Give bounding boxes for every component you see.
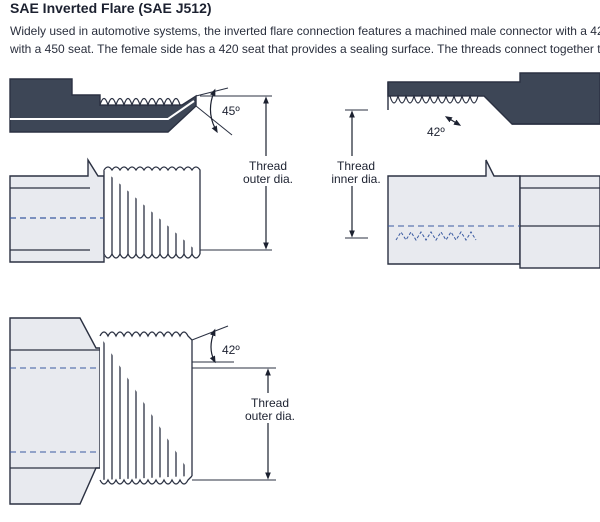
male-threads bbox=[103, 166, 201, 259]
female-fitting bbox=[387, 72, 600, 269]
bottom-angle-callout: 42º bbox=[191, 325, 240, 364]
description: Widely used in automotive systems, the i… bbox=[10, 22, 600, 58]
male-fitting bbox=[9, 78, 201, 263]
male-thread-dimension: Thread outer dia. bbox=[200, 95, 296, 251]
page-title: SAE Inverted Flare (SAE J512) bbox=[10, 0, 212, 16]
female-hidden-threads bbox=[395, 231, 477, 241]
female-thread-label-line-2: inner dia. bbox=[331, 172, 380, 186]
male-dark-thread-teeth bbox=[99, 97, 181, 108]
female-light-body bbox=[387, 159, 521, 265]
bottom-threads bbox=[99, 331, 193, 485]
bottom-thread-dimension: Thread outer dia. bbox=[192, 367, 298, 481]
female-thread-dimension: Thread inner dia. bbox=[326, 109, 382, 239]
male-flare-angle-label: 45º bbox=[222, 104, 240, 118]
female-seat-angle-label: 42º bbox=[427, 125, 445, 139]
bottom-nut-body bbox=[9, 317, 101, 505]
female-thread-teeth bbox=[389, 93, 479, 104]
female-thread-label-line-1: Thread bbox=[337, 159, 375, 173]
bottom-thread-label-line-2: outer dia. bbox=[245, 409, 295, 423]
bottom-angle-label: 42º bbox=[222, 343, 240, 357]
bottom-thread-label-line-1: Thread bbox=[251, 396, 289, 410]
male-nut-body bbox=[9, 157, 105, 263]
female-seat-angle-callout: 42º bbox=[427, 116, 462, 139]
description-line-2: with a 450 seat. The female side has a 4… bbox=[10, 42, 600, 56]
female-hex-nut bbox=[519, 175, 600, 269]
male-thread-label-line-2: outer dia. bbox=[243, 172, 293, 186]
male-thread-label-line-1: Thread bbox=[249, 159, 287, 173]
bottom-nut bbox=[9, 317, 193, 505]
description-line-1: Widely used in automotive systems, the i… bbox=[10, 24, 600, 38]
male-flare-angle-callout: 45º bbox=[195, 87, 240, 136]
